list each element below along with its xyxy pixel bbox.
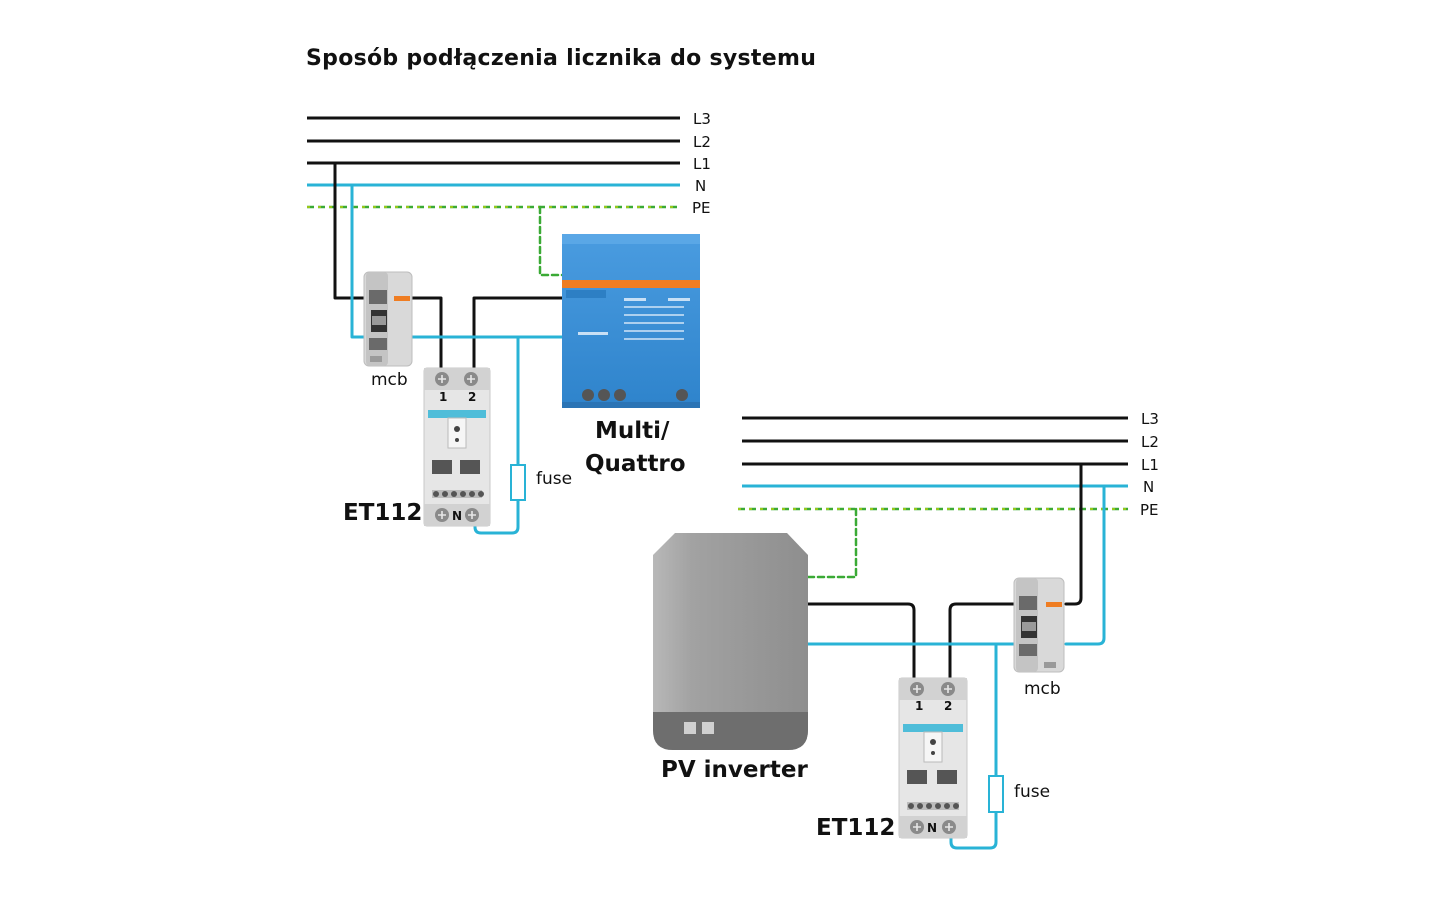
n-label: N xyxy=(1143,478,1154,496)
bottom-wiring xyxy=(806,462,1106,850)
l1-label: L1 xyxy=(693,155,711,173)
meter-terminal-n-label: N xyxy=(452,509,462,523)
inverter-to-meter-1-wire xyxy=(806,602,916,682)
mcb-label: mcb xyxy=(371,370,408,390)
meter-terminal-n-label: N xyxy=(927,821,937,835)
bottom-system: L3 L2 L1 N PE PV inverter xyxy=(653,410,1159,850)
fuse-symbol xyxy=(988,775,1004,813)
mcb-breaker xyxy=(1013,577,1065,673)
n-label: N xyxy=(695,177,706,195)
et112-meter: 1 2 N xyxy=(898,677,968,839)
l3-label: L3 xyxy=(1141,410,1159,428)
et112-meter: 1 2 N xyxy=(423,367,491,527)
fuse-to-meter-n-wire xyxy=(473,498,520,535)
l3-label: L3 xyxy=(693,110,711,128)
mcb-label: mcb xyxy=(1024,679,1061,699)
pe-to-multi-wire xyxy=(538,205,565,277)
l2-label: L2 xyxy=(693,133,711,151)
l2-label: L2 xyxy=(1141,433,1159,451)
pv-inverter-unit xyxy=(653,533,808,750)
et112-label: ET112 xyxy=(343,500,422,526)
pe-to-inverter-wire xyxy=(806,507,858,579)
mcb-to-meter-1-wire xyxy=(408,296,443,372)
top-system: L3 L2 L1 N PE mcb xyxy=(307,110,711,535)
mcb-breaker xyxy=(363,271,413,367)
pv-inverter-label: PV inverter xyxy=(661,757,808,783)
fuse-label: fuse xyxy=(1014,782,1050,802)
fuse-symbol xyxy=(510,464,526,501)
l1-label: L1 xyxy=(1141,456,1159,474)
multi-label-line2: Quattro xyxy=(585,451,686,477)
fuse-label: fuse xyxy=(536,469,572,489)
meter-terminal-1-label: 1 xyxy=(915,699,923,713)
top-wiring xyxy=(333,161,565,535)
multi-label-line1: Multi/ xyxy=(595,418,670,444)
mcb-to-meter-2-wire xyxy=(948,602,1018,682)
l1-to-mcb-wire xyxy=(333,161,370,300)
meter-terminal-1-label: 1 xyxy=(439,390,447,404)
multi-quattro-unit xyxy=(562,234,700,408)
et112-label: ET112 xyxy=(816,815,895,841)
fuse-to-meter-n-wire xyxy=(949,810,998,850)
l1-to-mcb-wire xyxy=(1064,462,1083,606)
meter-terminal-2-label: 2 xyxy=(468,390,476,404)
n-to-mcb-wire xyxy=(350,183,370,339)
n-to-mcb-wire xyxy=(1064,484,1106,646)
top-busbars xyxy=(307,116,680,209)
pe-label: PE xyxy=(1140,501,1159,519)
diagram-title: Sposób podłączenia licznika do systemu xyxy=(306,46,817,71)
meter-2-to-multi-wire xyxy=(472,296,565,372)
pe-label: PE xyxy=(692,199,711,217)
meter-terminal-2-label: 2 xyxy=(944,699,952,713)
bottom-busbars xyxy=(738,416,1128,511)
